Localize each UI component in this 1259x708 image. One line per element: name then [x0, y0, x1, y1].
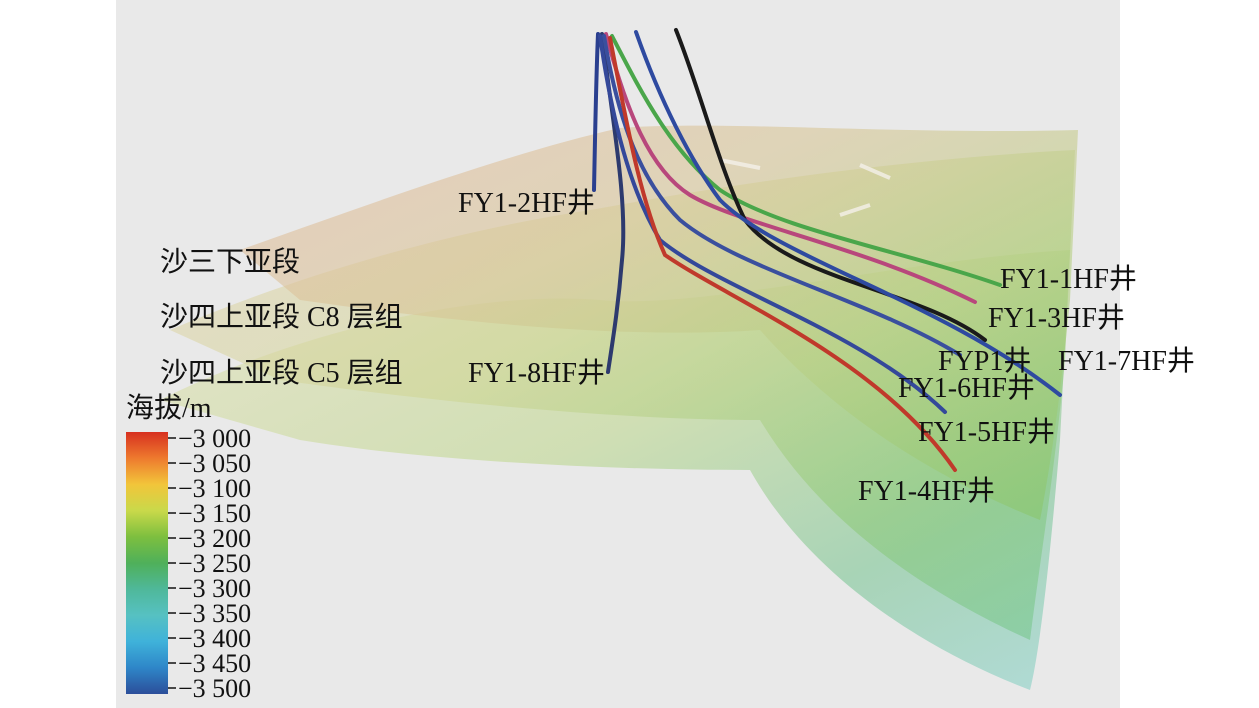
trajectory-fy1-6hf: [602, 34, 962, 357]
colorbar: 海拔/m −3 000−3 050−3 100−3 150−3 200−3 25…: [126, 392, 251, 703]
well-label: FY1-3HF井: [988, 302, 1125, 334]
colorbar-tick-label: −3 000: [178, 424, 251, 453]
colorbar-tick-label: −3 050: [178, 449, 251, 478]
well-labels: FY1-2HF井 FY1-8HF井 FY1-1HF井 FY1-3HF井 FYP1…: [458, 187, 1195, 507]
colorbar-tick-label: −3 300: [178, 574, 251, 603]
well-label: FY1-7HF井: [1058, 345, 1195, 377]
colorbar-tick-label: −3 500: [178, 674, 251, 703]
well-label: FY1-4HF井: [858, 475, 995, 507]
trajectory-fy1-7hf: [634, 30, 1062, 397]
layer-label: 沙四上亚段 C5 层组: [160, 357, 403, 389]
well-label: FY1-8HF井: [468, 357, 605, 389]
colorbar-tick-label: −3 400: [178, 624, 251, 653]
colorbar-tick-label: −3 100: [178, 474, 251, 503]
layer-labels: 沙三下亚段 沙四上亚段 C8 层组 沙四上亚段 C5 层组: [160, 246, 403, 389]
well-label: FY1-5HF井: [918, 416, 1055, 448]
well-trajectories: [592, 28, 1062, 472]
colorbar-tick-label: −3 200: [178, 524, 251, 553]
well-label: FY1-1HF井: [1000, 263, 1137, 295]
trajectory-fy1-5hf: [598, 34, 947, 414]
colorbar-title: 海拔/m: [126, 392, 212, 424]
trajectory-fy1-3hf: [604, 32, 977, 304]
surface-upper: [240, 125, 1078, 520]
colorbar-tick-label: −3 150: [178, 499, 251, 528]
layer-label: 沙四上亚段 C8 层组: [160, 301, 403, 333]
trajectory-fy1-4hf: [608, 36, 957, 472]
well-label: FYP1井: [938, 345, 1031, 377]
fault-streak: [719, 158, 891, 217]
colorbar-gradient: [126, 432, 168, 694]
colorbar-tick-label: −3 450: [178, 649, 251, 678]
colorbar-tick-label: −3 250: [178, 549, 251, 578]
trajectory-fy1-1hf: [610, 34, 1002, 287]
colorbar-tick-label: −3 350: [178, 599, 251, 628]
colorbar-ticks: −3 000−3 050−3 100−3 150−3 200−3 250−3 3…: [168, 424, 251, 703]
well-label: FY1-6HF井: [898, 372, 1035, 404]
well-label: FY1-2HF井: [458, 187, 595, 219]
stratigraphic-surfaces: [160, 125, 1078, 690]
trajectory-fy1-2hf: [592, 32, 600, 192]
layer-label: 沙三下亚段: [160, 246, 300, 278]
